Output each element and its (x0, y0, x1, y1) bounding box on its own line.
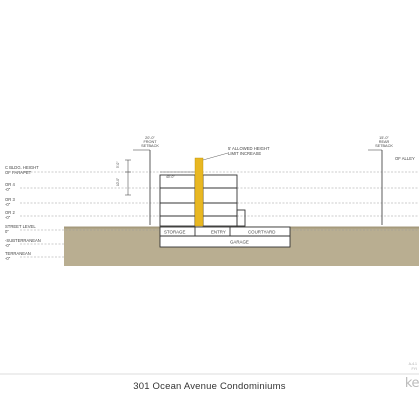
front-setback-dim-text: 20'-0" (145, 136, 155, 140)
garage-box (159, 226, 291, 248)
room-storage: STORAGE (164, 230, 185, 235)
label-sub-2: TERRANEAN (5, 251, 31, 256)
rear-setback-line2: SETBACK (375, 144, 393, 148)
room-entry: ENTRY (211, 230, 226, 235)
label-street: STREET LEVEL (5, 224, 36, 229)
rear-floor-2-box (202, 202, 238, 217)
height-dim-b: 10'-0" (116, 178, 120, 186)
floor-3-box (159, 187, 196, 204)
label-sub-1: -SUBTERRANEAN (5, 238, 41, 243)
label-floor-4-sub: -0" (5, 187, 11, 192)
small-dim-text: 40'-0" (166, 175, 175, 179)
label-floor-4: OR 4 (5, 182, 15, 187)
label-floor-2-sub: -0" (5, 215, 11, 220)
height-note-line1: 5' ALLOWED HEIGHT (228, 146, 270, 151)
label-street-sub: 0" (5, 229, 9, 234)
alley-label: OF ALLEY (395, 156, 415, 161)
room-labels: STORAGE ENTRY COURTYARD GARAGE (164, 230, 275, 245)
label-floor-3-sub: -0" (5, 202, 11, 207)
label-sub-2-sub: -0" (5, 256, 11, 261)
sheet-code: A-4.1 (408, 362, 417, 366)
height-dimension (125, 159, 131, 196)
label-parapet: C BLDG. HEIGHT (5, 165, 39, 170)
rear-floor-1-box (202, 215, 238, 227)
allowed-height-zone (194, 157, 204, 227)
room-courtyard: COURTYARD (248, 230, 275, 235)
height-increase-leader (202, 152, 229, 161)
rear-setback-step (236, 209, 246, 227)
sheet-code-sub: FYI (411, 367, 417, 371)
rear-setback-line1: REAR (379, 140, 390, 144)
floor-2-box (159, 202, 196, 217)
room-garage: GARAGE (230, 240, 249, 245)
height-note-line2: LIMIT INCREASE (228, 151, 261, 156)
floor-1-box (159, 215, 196, 227)
setback-labels: 20'-0" FRONT SETBACK 15'-0" REAR SETBACK (141, 136, 393, 148)
rear-floor-3-box (202, 187, 238, 204)
label-sub-1-sub: -0" (5, 243, 11, 248)
basement (159, 226, 291, 248)
left-level-labels: C BLDG. HEIGHT OF PARAPET OR 4 -0" OR 3 … (5, 165, 41, 261)
height-dim-a: 5'-0" (116, 162, 120, 168)
label-floor-2: OR 2 (5, 210, 15, 215)
label-parapet-sub: OF PARAPET (5, 170, 32, 175)
rear-floor-4-box (202, 174, 238, 189)
firm-logo: ke (404, 376, 419, 391)
front-setback-line2: SETBACK (141, 144, 159, 148)
label-floor-3: OR 3 (5, 197, 15, 202)
drawing-title: 301 Ocean Avenue Condominiums (133, 381, 286, 392)
rear-setback-dim-text: 15'-0" (379, 136, 389, 140)
front-setback-line1: FRONT (143, 140, 157, 144)
